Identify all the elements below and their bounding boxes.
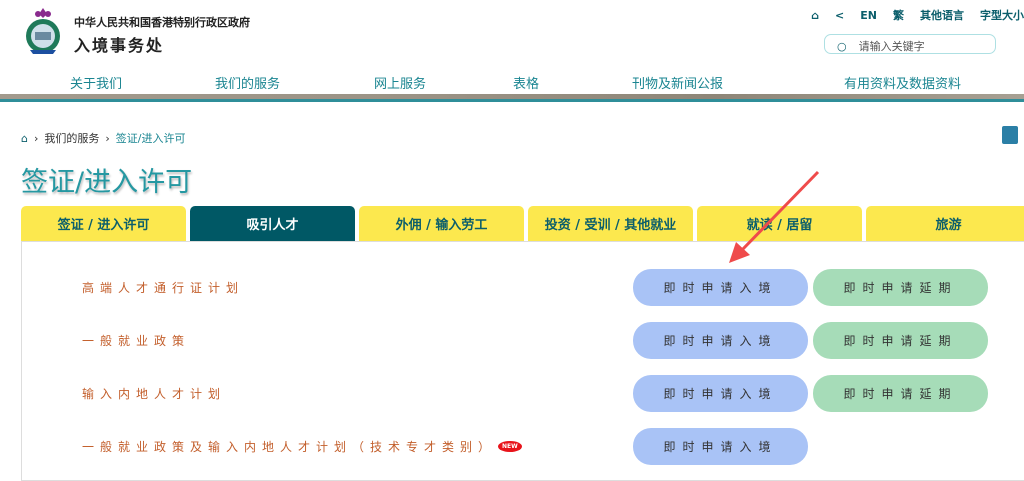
nav-useful-info[interactable]: 有用资料及数据资料 <box>844 77 962 92</box>
annotation-arrow <box>729 170 820 263</box>
banner-divider <box>0 99 1024 102</box>
scheme-label: 一般就业政策及输入内地人才计划（技术专才类别） <box>82 440 497 454</box>
banner-strip <box>0 94 1024 99</box>
nav-services[interactable]: 我们的服务 <box>215 77 281 92</box>
other-languages[interactable]: 其他语言 <box>920 9 964 22</box>
share-icon[interactable]: < <box>835 8 845 22</box>
breadcrumb-services[interactable]: 我们的服务 <box>44 132 100 145</box>
tab-talent[interactable]: 吸引人才 <box>190 206 355 241</box>
lang-traditional[interactable]: 繁 <box>893 9 904 22</box>
search-input[interactable]: ○请输入关键字 <box>824 34 996 54</box>
nav-online[interactable]: 网上服务 <box>374 77 427 92</box>
nav-publications[interactable]: 刊物及新闻公报 <box>632 77 724 92</box>
apply-entry-button[interactable]: 即时申请入境 <box>633 428 808 465</box>
breadcrumb: ⌂› 我们的服务› 签证/进入许可 <box>21 131 186 146</box>
search-icon: ○ <box>837 40 847 53</box>
tab-investment[interactable]: 投资 / 受训 / 其他就业 <box>528 206 693 241</box>
font-size[interactable]: 字型大小 <box>980 9 1024 22</box>
nav-about[interactable]: 关于我们 <box>70 77 123 92</box>
apply-extension-button[interactable]: 即时申请延期 <box>813 322 988 359</box>
tab-domestic-helpers[interactable]: 外佣 / 输入劳工 <box>359 206 524 241</box>
apply-extension-button[interactable]: 即时申请延期 <box>813 269 988 306</box>
breadcrumb-current[interactable]: 签证/进入许可 <box>115 132 186 145</box>
tab-visa[interactable]: 签证 / 进入许可 <box>21 206 186 241</box>
page-title: 签证/进入许可 <box>21 167 193 198</box>
lang-en[interactable]: EN <box>860 8 877 22</box>
apply-entry-button[interactable]: 即时申请入境 <box>633 322 808 359</box>
category-tabs: 签证 / 进入许可 吸引人才 外佣 / 输入劳工 投资 / 受训 / 其他就业 … <box>21 206 1024 241</box>
home-icon[interactable]: ⌂ <box>21 131 28 145</box>
department-name[interactable]: 入境事务处 <box>74 36 165 55</box>
apply-entry-button[interactable]: 即时申请入境 <box>633 375 808 412</box>
print-icon[interactable] <box>1002 126 1018 144</box>
scheme-label: 一般就业政策 <box>82 334 191 348</box>
nav-forms[interactable]: 表格 <box>513 77 540 92</box>
scheme-label: 输入内地人才计划 <box>82 387 227 401</box>
apply-entry-button[interactable]: 即时申请入境 <box>633 269 808 306</box>
top-tools: ⌂ < EN 繁 其他语言 字型大小 <box>811 7 1024 23</box>
apply-extension-button[interactable]: 即时申请延期 <box>813 375 988 412</box>
scheme-label: 高端人才通行证计划 <box>82 281 245 295</box>
tab-travel[interactable]: 旅游 <box>866 206 1024 241</box>
new-badge: NEW <box>498 441 522 452</box>
hk-immigration-logo <box>26 8 60 54</box>
home-icon[interactable]: ⌂ <box>811 8 820 22</box>
government-name: 中华人民共和国香港特别行政区政府 <box>74 16 250 29</box>
